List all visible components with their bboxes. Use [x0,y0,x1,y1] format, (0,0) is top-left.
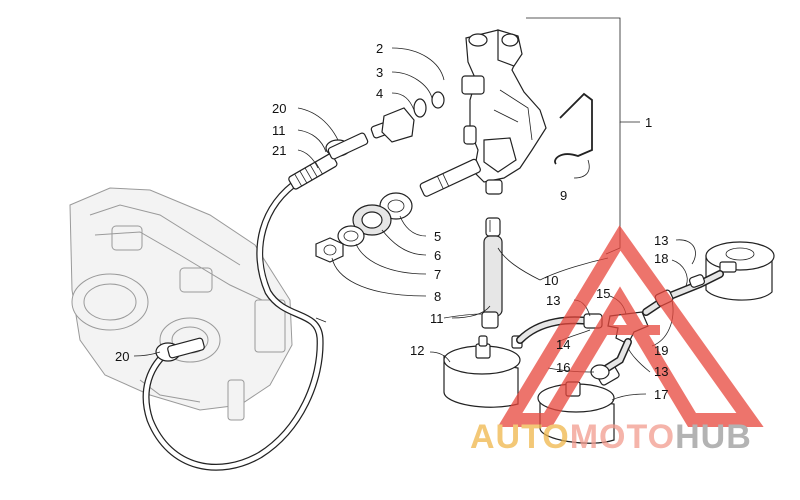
fitting-stack-lower [315,192,413,263]
callout-9: 9 [560,188,567,203]
retaining-clip [554,92,593,165]
callout-13b: 13 [654,233,668,248]
callout-labels: 2 3 4 20 11 21 1 9 5 6 7 8 10 11 12 13 1… [115,41,668,402]
watermark-part-hub: HUB [675,418,752,456]
callout-10: 10 [544,273,558,288]
callout-4: 4 [376,86,383,101]
callout-18: 18 [654,251,668,266]
callout-3: 3 [376,65,383,80]
pump-12 [443,335,523,408]
callout-11: 11 [272,123,286,138]
valve-body-assembly [419,29,547,197]
callout-6: 6 [434,248,441,263]
callout-1: 1 [645,115,652,130]
svg-text:AUTOMOTOHUB: AUTOMOTOHUB [470,418,752,456]
callout-8: 8 [434,289,441,304]
throttle-cable [142,132,369,471]
callout-16: 16 [556,360,570,375]
callout-20b: 20 [115,349,129,364]
automotohub-watermark: AUTOMOTOHUB [470,225,764,456]
leader-lines [133,47,696,401]
watermark-triangle [497,225,764,427]
bracket-lines [526,17,640,255]
carburetor-assembly-outline [69,187,293,421]
callout-14: 14 [556,337,570,352]
watermark-part-auto: AUTO [470,418,570,456]
callout-15: 15 [596,286,610,301]
callout-13a: 13 [546,293,560,308]
fitting-stack-upper [370,91,445,143]
callout-2: 2 [376,41,383,56]
callout-5: 5 [434,229,441,244]
callout-13c: 13 [654,364,668,379]
callout-11b: 11 [430,311,444,326]
callout-20: 20 [272,101,286,116]
callout-12: 12 [410,343,424,358]
watermark-part-moto: MOTO [570,418,675,456]
callout-19: 19 [654,343,668,358]
callout-17: 17 [654,387,668,402]
callout-7: 7 [434,267,441,282]
vertical-hose [481,217,503,329]
callout-21: 21 [272,143,286,158]
pump-upper-right [705,241,775,301]
